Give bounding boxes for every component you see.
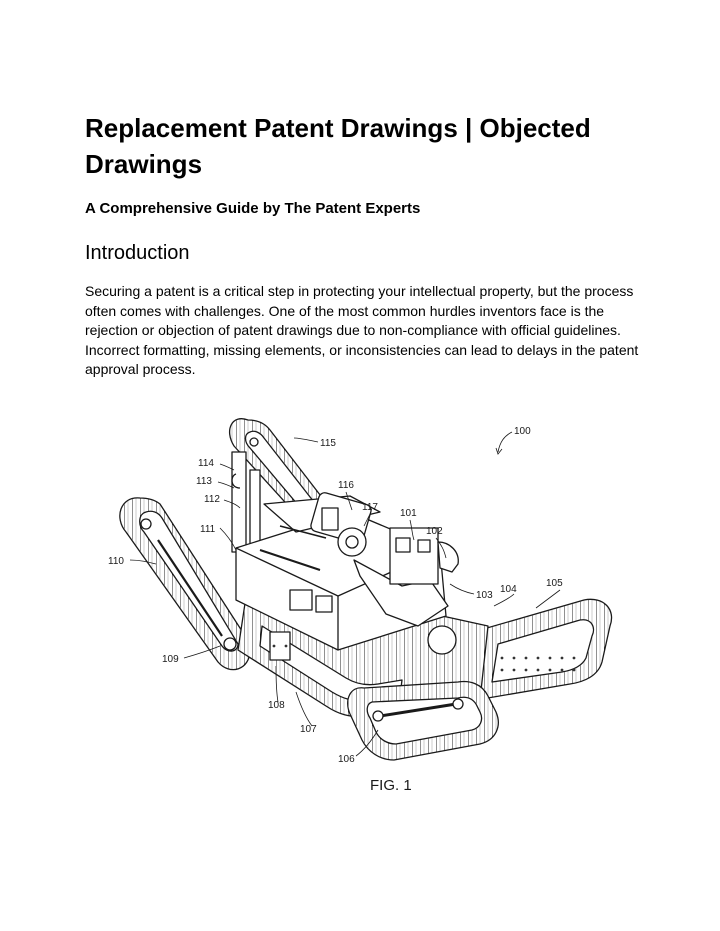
ref-109: 109 bbox=[162, 654, 179, 665]
ref-113: 113 bbox=[196, 476, 212, 487]
front-lower-flipper-track bbox=[348, 682, 499, 760]
ref-115: 115 bbox=[320, 438, 336, 449]
page-subtitle: A Comprehensive Guide by The Patent Expe… bbox=[85, 200, 420, 217]
ref-104: 104 bbox=[500, 584, 517, 595]
ref-103: 103 bbox=[476, 590, 493, 601]
ref-102: 102 bbox=[426, 526, 443, 537]
ref-105: 105 bbox=[546, 578, 563, 589]
ref-112: 112 bbox=[204, 494, 220, 505]
page-title: Replacement Patent Drawings | Objected D… bbox=[85, 110, 645, 182]
section-heading-introduction: Introduction bbox=[85, 242, 190, 265]
intro-paragraph: Securing a patent is a critical step in … bbox=[85, 282, 640, 380]
ref-101: 101 bbox=[400, 508, 417, 519]
ref-117: 117 bbox=[362, 502, 378, 513]
patent-figure: 100 101 102 103 104 105 106 107 108 109 … bbox=[100, 400, 660, 800]
patent-drawing-robot: 100 101 102 103 104 105 106 107 108 109 … bbox=[100, 400, 660, 800]
ref-114: 114 bbox=[198, 458, 214, 469]
ref-100: 100 bbox=[514, 426, 531, 437]
ref-116: 116 bbox=[338, 480, 354, 491]
ref-111: 111 bbox=[200, 524, 216, 535]
ref-107: 107 bbox=[300, 724, 317, 735]
mast-post bbox=[232, 452, 246, 552]
ref-108: 108 bbox=[268, 700, 285, 711]
left-flipper-track bbox=[120, 498, 250, 670]
figure-caption: FIG. 1 bbox=[370, 777, 412, 794]
ref-110: 110 bbox=[108, 556, 124, 567]
ref-106: 106 bbox=[338, 754, 355, 765]
main-track-right bbox=[476, 599, 612, 700]
